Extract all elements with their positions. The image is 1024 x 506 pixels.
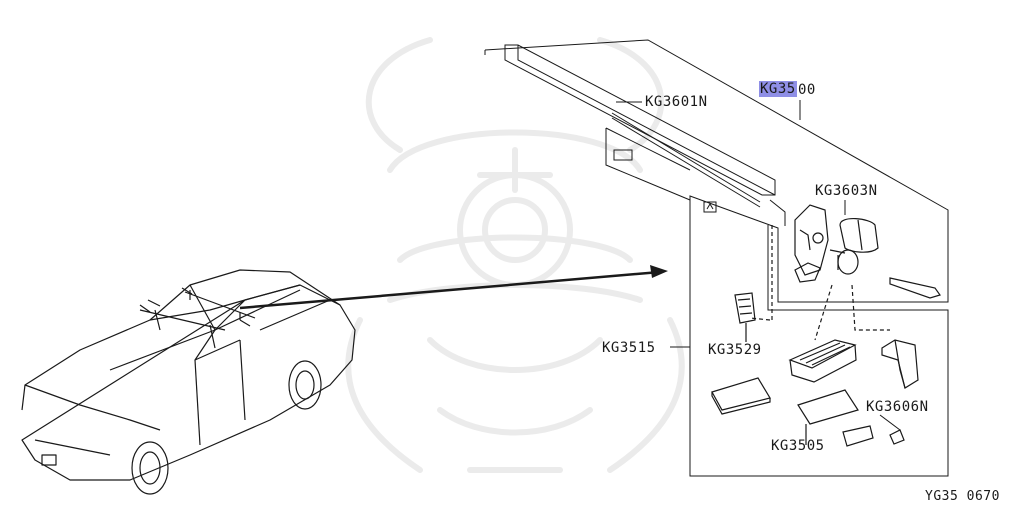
diagram-code: YG35 0670 (925, 489, 1000, 504)
part-label-kg3500-suffix[interactable]: 00 (798, 82, 816, 98)
part-label-kg3500-highlight[interactable]: KG35 (760, 81, 796, 97)
part-label-kg3515[interactable]: KG3515 (602, 340, 656, 356)
bracket-assembly (749, 204, 941, 341)
kit-outline (484, 39, 949, 477)
pointer-arrow (239, 265, 668, 310)
part-label-kg3603n[interactable]: KG3603N (815, 183, 878, 199)
part-label-kg3606n[interactable]: KG3606N (866, 399, 929, 415)
part-label-kg3529[interactable]: KG3529 (708, 342, 762, 358)
leader-lines (616, 100, 901, 431)
roof-rail-part (504, 44, 786, 226)
part-label-kg3505[interactable]: KG3505 (771, 438, 825, 454)
part-label-kg3500[interactable]: KG35 (759, 81, 797, 97)
samurai-helmet-watermark (345, 37, 685, 473)
car-illustration (21, 269, 356, 495)
lower-parts (711, 292, 919, 447)
part-label-kg3601n[interactable]: KG3601N (645, 94, 708, 110)
